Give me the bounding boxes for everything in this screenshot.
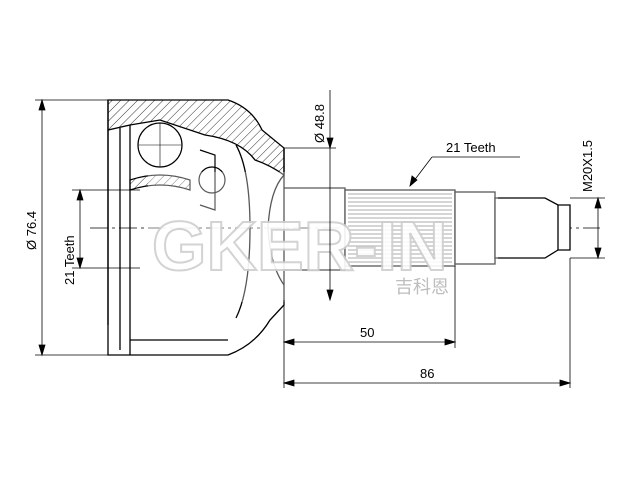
shaft bbox=[284, 187, 571, 271]
dim-inner-teeth bbox=[72, 188, 140, 270]
length-86-label: 86 bbox=[420, 366, 434, 381]
dim-length-86 bbox=[282, 258, 572, 388]
dim-seal-diameter bbox=[284, 90, 336, 302]
dim-outer-diameter bbox=[35, 98, 108, 357]
dim-thread bbox=[570, 196, 605, 260]
watermark: GKER-IN 吉科恩 bbox=[148, 172, 498, 302]
thread-label: M20X1.5 bbox=[580, 140, 595, 192]
watermark-brand: GKER-IN bbox=[152, 207, 448, 285]
dim-outer-teeth bbox=[409, 156, 520, 188]
ball-cage bbox=[129, 122, 226, 211]
outer-teeth-label: 21 Teeth bbox=[446, 140, 496, 155]
inner-teeth-label: 21 Teeth bbox=[62, 235, 77, 285]
watermark-chinese: 吉科恩 bbox=[395, 277, 449, 298]
length-50-label: 50 bbox=[360, 325, 374, 340]
dim-length-50 bbox=[282, 266, 457, 388]
outer-diameter-label: Ø 76.4 bbox=[24, 211, 39, 250]
housing bbox=[107, 99, 285, 356]
seal-diameter-label: Ø 48.8 bbox=[312, 104, 327, 143]
spline-teeth bbox=[348, 193, 452, 263]
